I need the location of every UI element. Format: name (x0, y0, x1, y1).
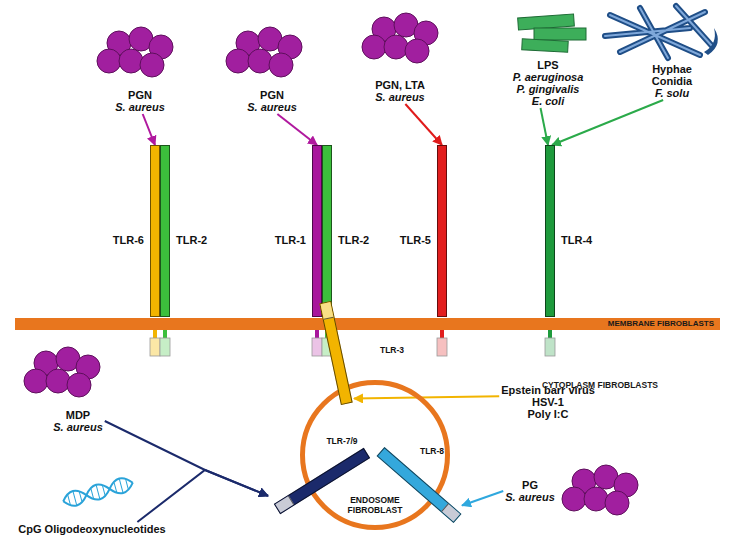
signal-arrow (541, 108, 548, 145)
tir-domain (150, 338, 160, 356)
ligand-label: PGS. aureus (503, 478, 557, 504)
dna-strand (61, 475, 134, 508)
receptor-bar (319, 301, 352, 405)
receptor-stem (440, 330, 444, 338)
ligand-text: HSV-1 (501, 396, 595, 408)
ligand-text: S. aureus (115, 101, 165, 113)
hypha-highlight (605, 6, 712, 58)
ligand-text: PGN (247, 89, 297, 101)
endosomal-receptor: TLR-3 (318, 300, 354, 406)
ligand-text: S. aureus (505, 491, 555, 503)
receptor-cytoplasmic-domains (150, 330, 555, 356)
receptor-bar: TLR-2 (160, 145, 170, 317)
tir-domain (437, 338, 447, 356)
receptor-name: TLR-8 (398, 446, 466, 456)
receptor-stem (315, 330, 319, 338)
ligand-text: PGN, LTA (375, 79, 425, 91)
ligand-label: MDPS. aureus (51, 408, 105, 434)
ligand-text: MDP (53, 409, 103, 421)
bacteria-cluster (226, 27, 302, 77)
signal-arrow (354, 396, 499, 398)
ligand-label: CpG Oligodeoxynucleotides (16, 522, 167, 536)
receptor-name: TLR-2 (338, 234, 369, 246)
signal-arrow (552, 100, 663, 145)
receptor-bar (377, 447, 462, 523)
receptor-domain (321, 302, 334, 320)
signal-arrow (277, 114, 317, 145)
receptor-domain (441, 504, 460, 522)
receptor-bar (274, 448, 370, 514)
bacteria-cluster (362, 13, 438, 63)
membrane-label: MEMBRANE FIBROBLASTS (15, 318, 714, 330)
ligand-text: E. coli (513, 95, 584, 107)
lps-block (522, 39, 569, 52)
ligand-text: P. aeruginosa (513, 71, 584, 83)
receptor-name: TLR-4 (561, 234, 592, 246)
endosomal-receptor: TLR-8 (376, 444, 462, 526)
ligand-text: PG (505, 479, 555, 491)
ligand-text: Hyphae (652, 63, 692, 75)
receptor-name: TLR-6 (113, 234, 144, 246)
receptor-name: TLR-7/9 (308, 436, 376, 446)
ligand-label: PGNS. aureus (113, 88, 167, 114)
ligand-label: PGNS. aureus (245, 88, 299, 114)
ligand-text: LPS (513, 59, 584, 71)
bacteria-cluster (97, 27, 173, 77)
ligand-text: Conidia (652, 75, 692, 87)
receptor-stem (548, 330, 552, 338)
receptor-name: TLR-2 (176, 234, 207, 246)
compartment-label: ENDOSOME FIBROBLAST (341, 495, 409, 515)
receptor-bar: TLR-5 (437, 145, 447, 317)
region-label: CYTOPLASM FIBROBLASTS (542, 380, 658, 390)
dna-rungs (67, 477, 129, 506)
lps-icon (518, 14, 586, 52)
signal-arrow (405, 104, 442, 145)
signal-arrow (462, 491, 503, 506)
ligand-text: S. aureus (375, 91, 425, 103)
receptor-bar: TLR-1 (312, 145, 322, 317)
receptor-bar: TLR-2 (322, 145, 332, 317)
receptor-bar: TLR-6 (150, 145, 160, 317)
conidium (704, 28, 718, 55)
tir-domain (545, 338, 555, 356)
ligand-label: LPSP. aeruginosaP. gingivalisE. coli (511, 58, 586, 108)
receptor-stem (153, 330, 157, 338)
endosome-circle: ENDOSOME FIBROBLASTTLR-3TLR-7/9TLR-8 (300, 380, 450, 530)
signal-arrow (143, 114, 155, 145)
bacteria-cluster (24, 347, 100, 397)
endosomal-receptor: TLR-7/9 (268, 440, 376, 522)
ligand-text: P. gingivalis (513, 83, 584, 95)
hyphae-icon (605, 6, 718, 58)
ligand-label: HyphaeConidiaF. solu (650, 62, 694, 100)
receptor-name: TLR-1 (275, 234, 306, 246)
tir-domain (160, 338, 170, 356)
ligand-text: S. aureus (53, 421, 103, 433)
ligand-label: PGN, LTAS. aureus (373, 78, 427, 104)
ligand-text: S. aureus (247, 101, 297, 113)
membrane-band: MEMBRANE FIBROBLASTS (15, 318, 720, 330)
receptor-name: TLR-5 (400, 234, 431, 246)
signal-arrow (137, 470, 268, 522)
ligand-text: Poly I:C (501, 408, 595, 420)
bacteria-cluster (562, 465, 638, 515)
receptor-bar: TLR-4 (545, 145, 555, 317)
ligand-text: F. solu (652, 87, 692, 99)
receptor-name: TLR-3 (358, 345, 426, 355)
tir-domain (312, 338, 322, 356)
ligand-text: PGN (115, 89, 165, 101)
hypha (605, 6, 712, 58)
dna-strand (61, 475, 134, 508)
receptor-stem (163, 330, 167, 338)
dna-icon (61, 475, 134, 508)
lps-block (534, 28, 586, 40)
receptor-domain (275, 496, 294, 513)
ligand-text: CpG Oligodeoxynucleotides (18, 523, 165, 535)
